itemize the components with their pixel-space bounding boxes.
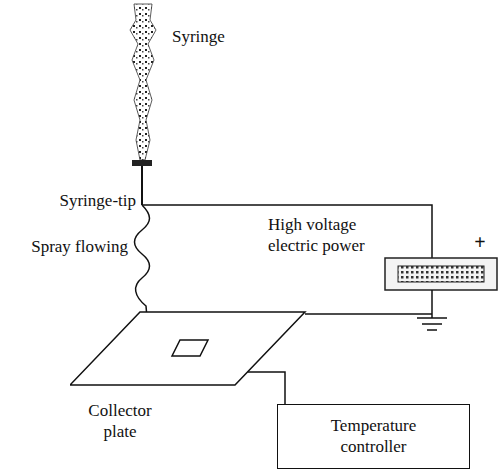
polarity-sign: + — [470, 230, 490, 255]
control-wire — [247, 372, 285, 404]
part-label: Syringe-tip — [30, 190, 136, 211]
plate-outline — [70, 310, 310, 388]
power-supply — [385, 258, 497, 290]
part-label: Spray flowing — [20, 236, 128, 257]
plate-label: Collector plate — [70, 400, 170, 443]
ground-symbol — [305, 290, 447, 330]
controller-box: Temperature controller — [277, 404, 470, 469]
hv-wire — [142, 205, 432, 258]
part-label: High voltage electric power — [268, 214, 398, 257]
syringe — [130, 4, 156, 205]
collector-plate: Collector plate — [70, 310, 310, 445]
box-label: Temperature controller — [318, 415, 430, 458]
part-label: Syringe — [172, 26, 262, 47]
